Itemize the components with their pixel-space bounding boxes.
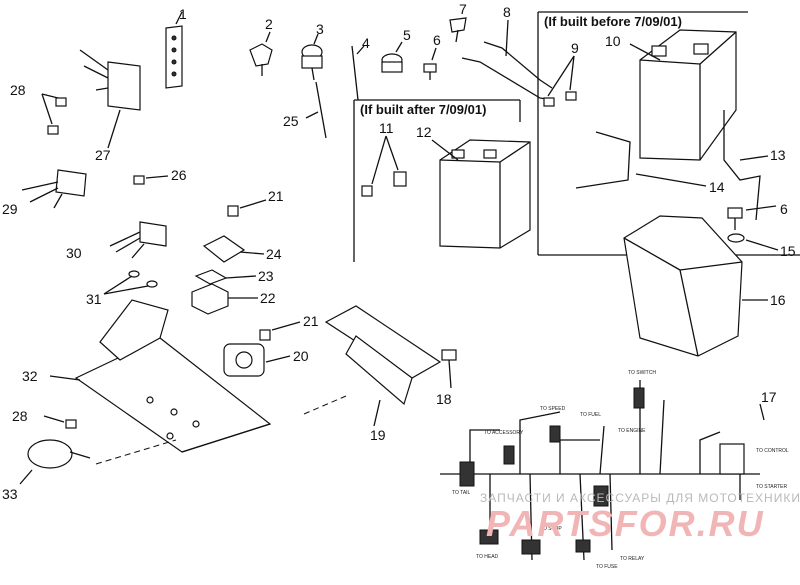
part-29-module [21,169,87,209]
callout-7: 7 [459,1,467,17]
part-31-washers [128,270,158,288]
part-2-clip [249,43,273,76]
part-5-clamp [381,53,403,73]
part-26-screw [133,175,145,185]
part-16-tray [623,215,743,357]
part-33-capacitor [27,439,91,469]
callout-21b: 21 [303,313,319,329]
callout-19: 19 [370,427,386,443]
harness-label-9: TO HEAD [476,554,499,560]
part-6-bolt-top [423,63,437,80]
part-17-harness [440,380,760,561]
callout-11: 11 [379,120,394,136]
part-24-clip [202,235,246,263]
callout-3: 3 [316,21,324,37]
part-28-screws-top [47,97,67,135]
callout-21a: 21 [268,188,284,204]
callout-5: 5 [403,27,411,43]
harness-label-7: TO STARTER [756,484,788,490]
part-23-pad [194,269,228,285]
part-32-plate [74,299,272,453]
part-3-clamp [301,44,323,81]
callout-14: 14 [709,179,725,195]
part-27-module [79,49,141,111]
part-10-battery [639,29,737,161]
harness-label-2: TO SPEED [540,406,566,412]
callout-26: 26 [171,167,187,183]
part-13-strap [723,110,761,221]
callout-6a: 6 [433,32,441,48]
callout-23: 23 [258,268,274,284]
callout-6b: 6 [780,201,788,217]
callout-10: 10 [605,33,621,49]
callout-2: 2 [265,16,273,32]
watermark-logo: PARTSFOR.RU [486,503,765,544]
harness-label-12: TO RELAY [620,556,645,562]
callout-33: 33 [2,486,18,502]
callout-13: 13 [770,147,786,163]
part-22-relay [191,283,229,315]
callout-31: 31 [86,291,102,307]
callout-12: 12 [416,124,432,140]
callout-15: 15 [780,243,796,259]
part-6-bolt-right [727,207,743,230]
harness-label-1: TO ACCESSORY [484,430,524,436]
callout-1: 1 [179,6,187,22]
callout-28b: 28 [12,408,28,424]
harness-label-4: TO ENGINE [618,428,646,434]
callout-20: 20 [293,348,309,364]
part-18-bolt [441,349,457,389]
part-28-screw-bottom [65,419,77,429]
part-20-solenoid [223,343,265,377]
part-21-screw-top [227,205,239,217]
callout-8: 8 [503,4,511,20]
part-7-clip [449,17,467,43]
callout-4: 4 [362,35,370,51]
callout-16: 16 [770,292,786,308]
part-25-rod [315,81,327,139]
part-14-cable [575,131,631,189]
callout-28a: 28 [10,82,26,98]
note-built-after: (If built after 7/09/01) [360,102,486,117]
callout-18: 18 [436,391,452,407]
harness-label-10: TO STOP [540,526,562,532]
callout-22: 22 [260,290,276,306]
harness-label-8: TO TAIL [452,490,471,496]
part-12-battery [439,139,531,249]
part-15-washer [727,233,745,243]
callout-17: 17 [761,389,777,405]
part-11-hardware [361,171,407,197]
harness-label-11: TO FUSE [596,564,618,570]
callout-9: 9 [571,40,579,56]
part-4-rod [351,45,359,101]
callout-24: 24 [266,246,282,262]
watermark-text: ЗАПЧАСТИ И АКСЕССУАРЫ ДЛЯ МОТОТЕХНИКИ [480,491,800,505]
callout-30: 30 [66,245,82,261]
part-30-module [109,221,167,259]
part-19-cover [324,305,442,406]
harness-label-3: TO FUEL [580,412,601,418]
callout-29: 29 [2,201,18,217]
callout-25: 25 [283,113,299,129]
harness-label-5: TO SWITCH [628,370,656,376]
callout-27: 27 [95,147,111,163]
part-1-bracket [165,25,183,89]
inset-after-frame [353,99,521,262]
callout-32: 32 [22,368,38,384]
part-9-nuts [543,91,577,107]
note-built-before: (If built before 7/09/01) [544,14,682,29]
part-8-cable [461,41,555,101]
harness-label-6: TO CONTROL [756,448,789,454]
part-21-screw-mid [259,329,271,341]
